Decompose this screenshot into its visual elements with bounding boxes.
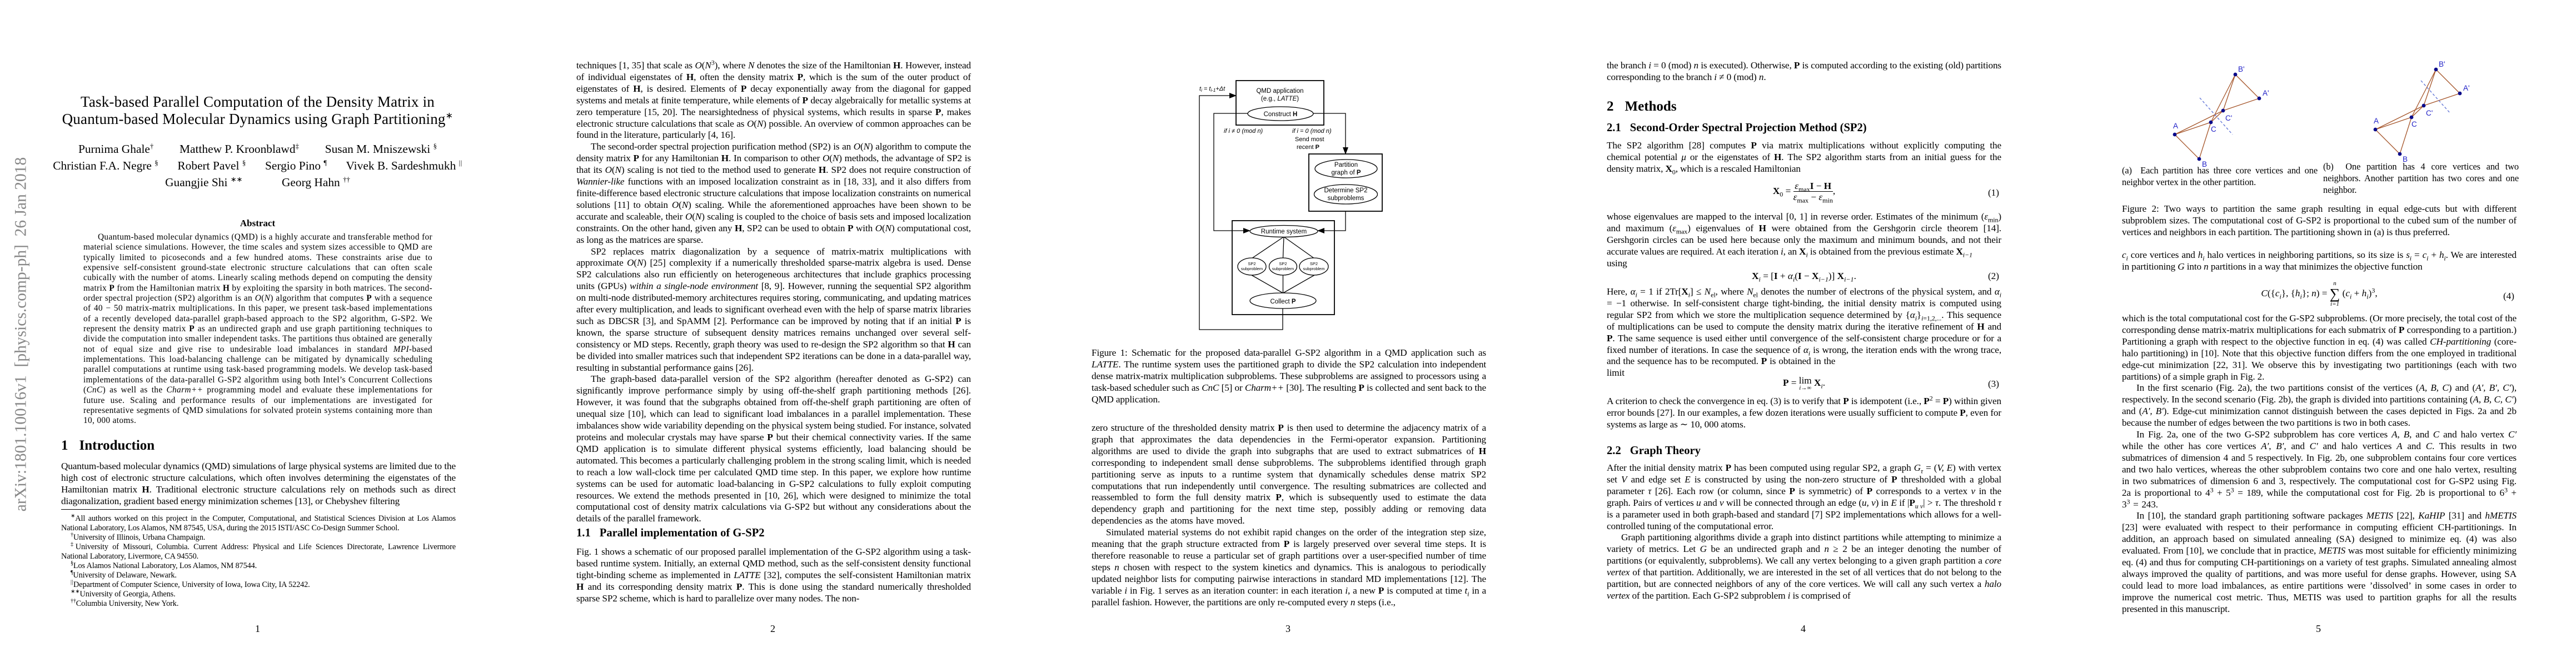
svg-text:subproblems: subproblems (1328, 195, 1364, 202)
svg-text:B': B' (2238, 65, 2245, 73)
svg-text:C: C (2211, 125, 2216, 133)
svg-text:A': A' (2263, 89, 2269, 97)
svg-text:B: B (2202, 160, 2207, 168)
svg-text:A': A' (2463, 84, 2470, 92)
svg-text:if i ≠ 0 (mod n): if i ≠ 0 (mod n) (1224, 128, 1263, 135)
svg-text:B': B' (2439, 60, 2445, 68)
svg-text:B: B (2403, 155, 2408, 163)
svg-text:if i = 0 (mod n): if i = 0 (mod n) (1292, 128, 1332, 135)
svg-text:Determine SP2: Determine SP2 (1324, 187, 1368, 194)
svg-text:subproblem: subproblem (1241, 266, 1263, 271)
svg-text:SP2: SP2 (1310, 261, 1318, 266)
svg-text:C': C' (2426, 109, 2433, 117)
svg-text:Construct H: Construct H (1264, 111, 1298, 118)
svg-text:A: A (2374, 117, 2379, 125)
svg-text:C': C' (2225, 114, 2232, 122)
svg-text:QMD application: QMD application (1256, 88, 1303, 94)
svg-text:ti = ti-1+Δt: ti = ti-1+Δt (1199, 86, 1225, 93)
svg-text:Runtime system: Runtime system (1261, 228, 1307, 235)
svg-text:recent P: recent P (1297, 144, 1319, 151)
svg-text:Send most: Send most (1295, 136, 1324, 143)
svg-text:(e.g., LATTE): (e.g., LATTE) (1261, 96, 1299, 102)
svg-text:Partition: Partition (1334, 162, 1358, 168)
svg-text:subproblem: subproblem (1303, 266, 1324, 271)
svg-text:SP2: SP2 (1248, 261, 1255, 266)
svg-text:A: A (2173, 122, 2178, 130)
svg-text:Collect P: Collect P (1270, 298, 1296, 305)
svg-text:subproblem: subproblem (1272, 266, 1294, 271)
svg-text:graph of P: graph of P (1331, 170, 1361, 176)
svg-text:C: C (2411, 120, 2417, 128)
svg-text:SP2: SP2 (1279, 261, 1287, 266)
